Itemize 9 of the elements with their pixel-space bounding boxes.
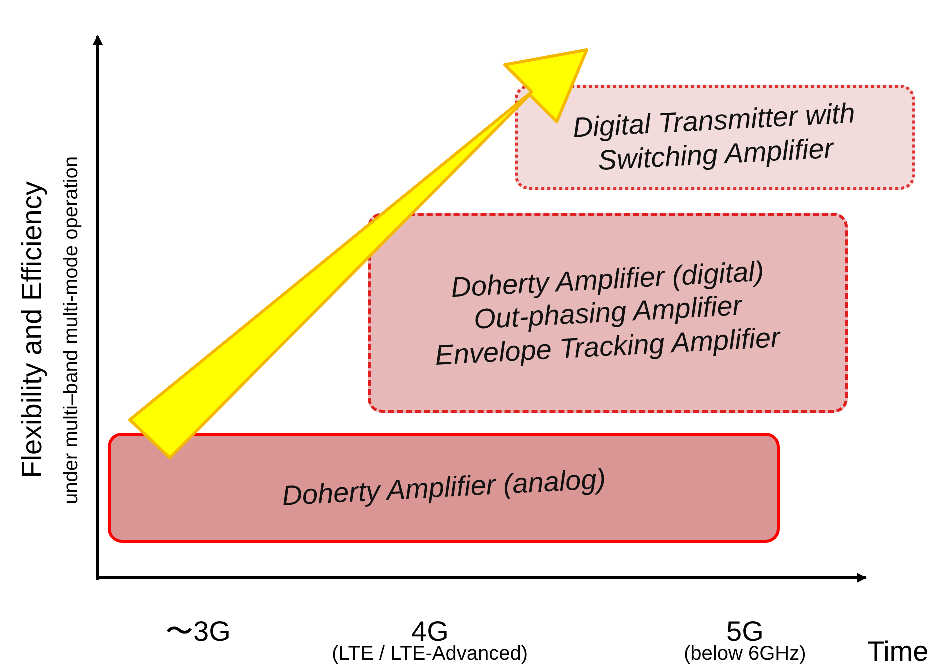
stage-text: Digital Transmitter with Switching Amplifier: [571, 96, 858, 178]
axis-title: Flexibility and Efficiency: [16, 182, 48, 478]
stage-box: [368, 213, 848, 413]
tick-label: 〜3G: [166, 615, 231, 649]
axis-subtitle: under multi–band multi-mode operation: [60, 156, 84, 504]
stage-text: Doherty Amplifier (analog): [281, 462, 607, 514]
stage-box: [515, 85, 915, 190]
stage-box: [108, 433, 780, 543]
axis-title: Time: [868, 636, 929, 667]
